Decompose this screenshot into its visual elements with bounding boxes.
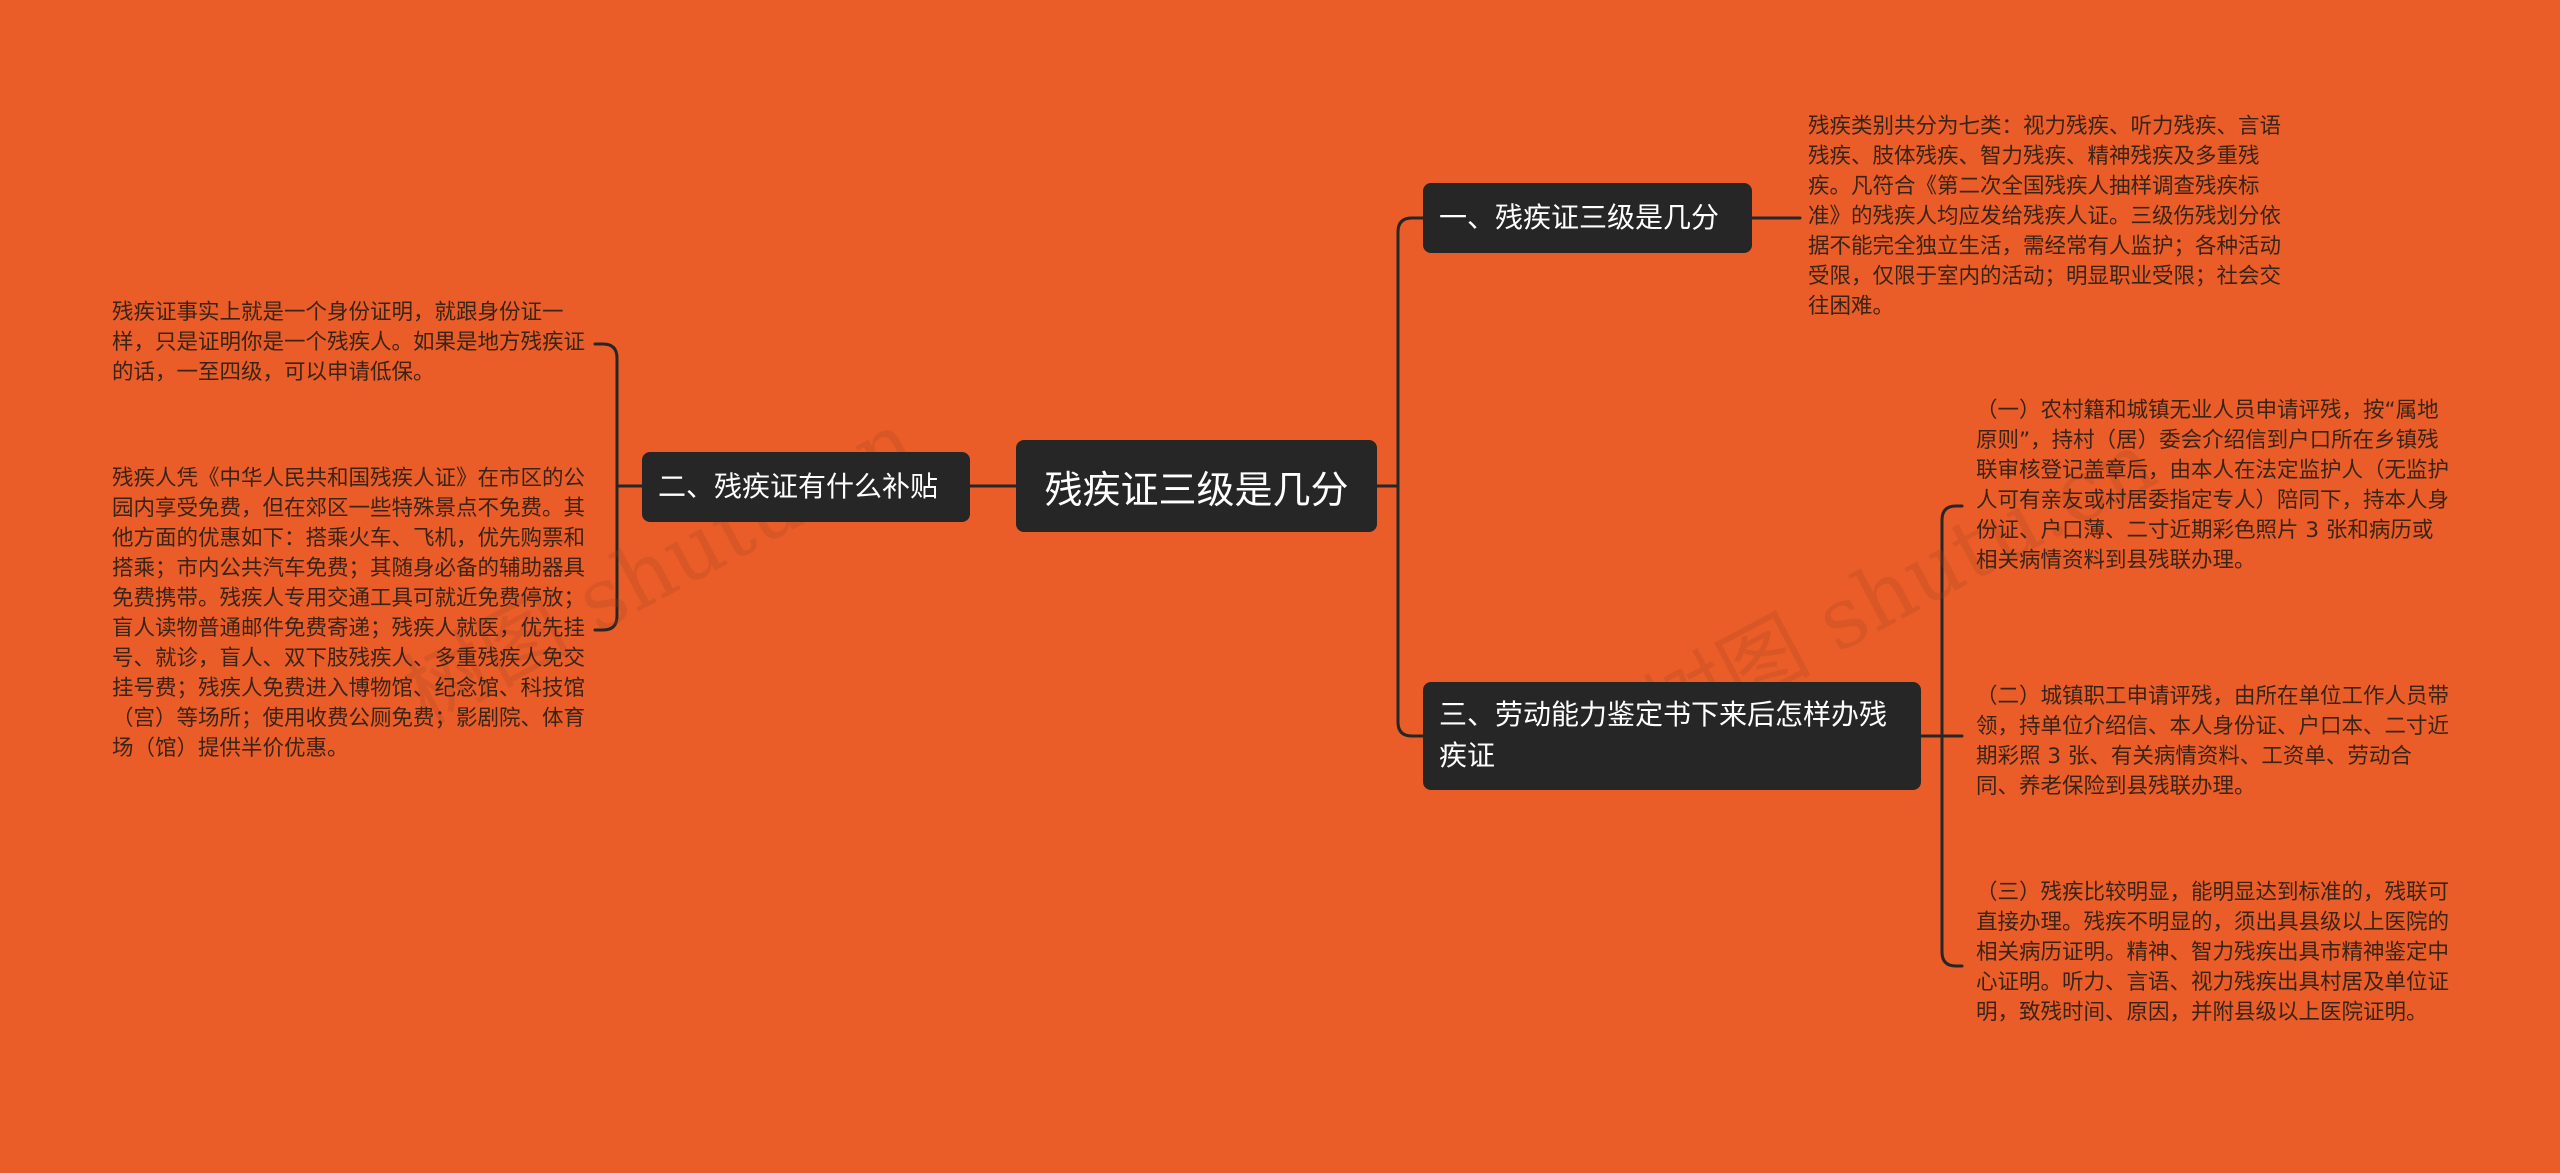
link-b2-bracket-top (593, 342, 619, 488)
leaf-b3-2: （二）城镇职工申请评残，由所在单位工作人员带领，持单位介绍信、本人身份证、户口本… (1976, 684, 2450, 799)
link-b3-bracket-bottom (1940, 734, 1964, 968)
branch-node-3[interactable]: 三、劳动能力鉴定书下来后怎样办残疾证 (1423, 682, 1921, 790)
leaf-b3-1: （一）农村籍和城镇无业人员申请评残，按“属地原则”，持村（居）委会介绍信到户口所… (1976, 398, 2450, 573)
branch-node-3-label: 三、劳动能力鉴定书下来后怎样办残疾证 (1439, 698, 1888, 772)
link-b2-bracket-bottom (593, 484, 619, 632)
link-b3-bracket-top (1940, 504, 1964, 738)
link-right-trunk-b3 (1396, 484, 1425, 738)
branch-node-2-label: 二、残疾证有什么补贴 (658, 469, 939, 503)
link-right-trunk (1396, 216, 1425, 488)
leaf-b3-3: （三）残疾比较明显，能明显达到标准的，残联可直接办理。残疾不明显的，须出具县级以… (1976, 880, 2450, 1025)
root-node-label: 残疾证三级是几分 (1044, 467, 1349, 512)
branch-node-1-label: 一、残疾证三级是几分 (1439, 200, 1720, 234)
root-node[interactable]: 残疾证三级是几分 (1016, 440, 1377, 532)
branch-node-2[interactable]: 二、残疾证有什么补贴 (642, 452, 970, 522)
leaf-b1-1: 残疾类别共分为七类：视力残疾、听力残疾、言语残疾、肢体残疾、智力残疾、精神残疾及… (1808, 114, 2282, 319)
branch-node-1[interactable]: 一、残疾证三级是几分 (1423, 183, 1752, 253)
leaf-b2-2: 残疾人凭《中华人民共和国残疾人证》在市区的公园内享受免费，但在郊区一些特殊景点不… (112, 466, 586, 761)
leaf-b2-1: 残疾证事实上就是一个身份证明，就跟身份证一样，只是证明你是一个残疾人。如果是地方… (112, 300, 586, 385)
